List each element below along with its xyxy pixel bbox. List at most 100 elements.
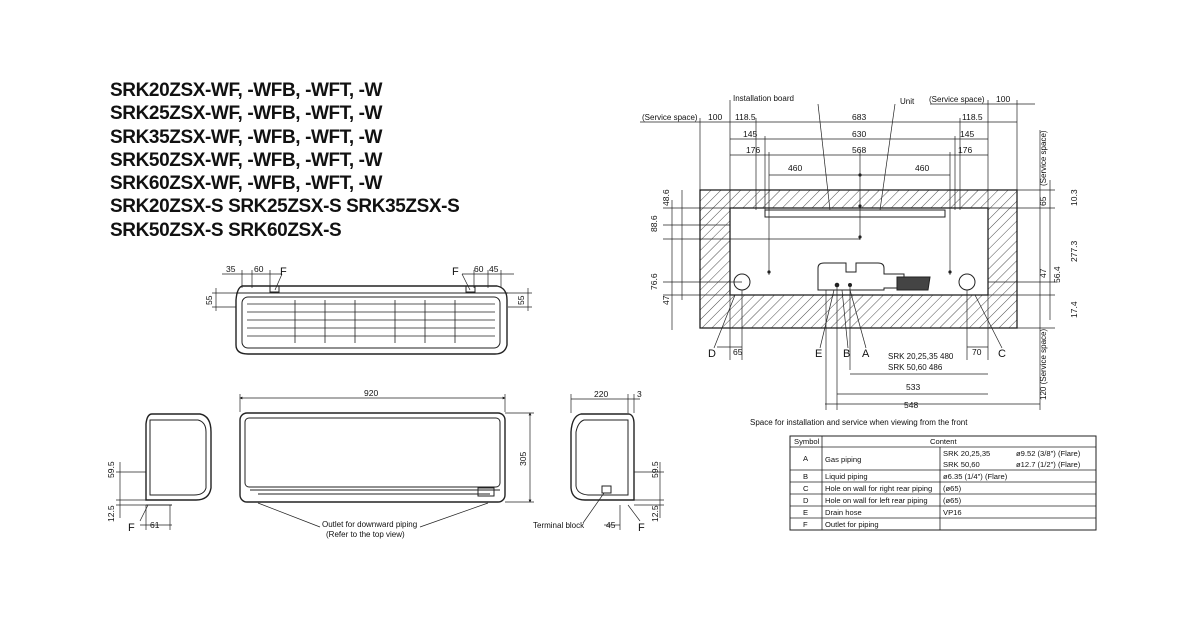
dim-88-6: 88.6 xyxy=(649,215,659,232)
model-line: SRK50ZSX-S SRK60ZSX-S xyxy=(110,219,342,241)
front-view xyxy=(239,394,534,528)
dim-76-6: 76.6 xyxy=(649,273,659,290)
dim-12-5-right: 12.5 xyxy=(650,505,660,522)
left-side-view xyxy=(116,413,212,530)
dim-220: 220 xyxy=(594,389,608,399)
dim-48-6: 48.6 xyxy=(661,189,671,206)
right-side-view xyxy=(570,394,664,530)
dim-10-3: 10.3 xyxy=(1069,189,1079,206)
dim-65-left: 65 xyxy=(733,347,743,357)
table-row: C Hole on wall for right rear piping (ø6… xyxy=(803,484,962,493)
dim-118-5-left: 118.5 xyxy=(735,112,756,122)
dim-17-4: 17.4 xyxy=(1069,301,1079,318)
model-list: SRK20ZSX-WF, -WFB, -WFT, -W SRK25ZSX-WF,… xyxy=(110,79,460,242)
service-space-bottom: 120 (Service space) xyxy=(1039,329,1048,400)
table-cell-detail: SRK 50,60 xyxy=(943,460,980,469)
unit-label: Unit xyxy=(900,97,915,106)
dim-145-right: 145 xyxy=(960,129,974,139)
srk-row-2: SRK 50,60 486 xyxy=(888,363,943,372)
table-cell-name: Drain hose xyxy=(825,508,862,517)
service-space-left: (Service space) xyxy=(642,113,698,122)
dim-70: 70 xyxy=(972,347,982,357)
service-space-top: (Service space) xyxy=(929,95,985,104)
dim-59-5-right: 59.5 xyxy=(650,461,660,478)
model-line: SRK20ZSX-WF, -WFB, -WFT, -W xyxy=(110,80,383,101)
dim-176-left: 176 xyxy=(746,145,760,155)
dim-35: 35 xyxy=(226,264,236,274)
label-c: C xyxy=(998,348,1006,360)
dim-100-top: 100 xyxy=(996,94,1010,104)
table-cell-name: Hole on wall for left rear piping xyxy=(825,496,928,505)
top-view-grille xyxy=(247,300,495,343)
table-cell-symbol: F xyxy=(803,520,808,529)
top-view xyxy=(212,270,532,355)
installation-caption: Space for installation and service when … xyxy=(750,418,968,427)
symbol-table xyxy=(789,435,1097,531)
table-cell-detail: (ø65) xyxy=(943,496,962,505)
table-cell-detail: VP16 xyxy=(943,508,962,517)
model-line: SRK35ZSX-WF, -WFB, -WFT, -W xyxy=(110,126,383,148)
installation-view xyxy=(640,100,1055,410)
dim-305: 305 xyxy=(518,452,528,466)
dim-548: 548 xyxy=(904,400,918,410)
dim-683: 683 xyxy=(852,112,866,122)
installation-board-label: Installation board xyxy=(733,94,794,103)
table-cell-name: Outlet for piping xyxy=(825,520,879,529)
table-cell-symbol: A xyxy=(803,454,809,463)
label-d: D xyxy=(708,348,716,360)
outlet-label-1: Outlet for downward piping xyxy=(322,520,417,529)
label-b: B xyxy=(843,348,850,360)
dim-45-side: 45 xyxy=(606,520,616,530)
dim-3: 3 xyxy=(637,389,642,399)
outlet-label-2: (Refer to the top view) xyxy=(326,530,405,539)
table-row: B Liquid piping ø6.35 (1/4") (Flare) xyxy=(803,472,1008,481)
dim-60-right: 60 xyxy=(474,264,484,274)
dim-630: 630 xyxy=(852,129,866,139)
table-row: F Outlet for piping xyxy=(803,520,879,529)
srk-row-1: SRK 20,25,35 480 xyxy=(888,352,954,361)
dim-59-5-left: 59.5 xyxy=(106,461,116,478)
label-f-side-left: F xyxy=(128,522,135,534)
dim-45: 45 xyxy=(489,264,499,274)
table-cell-detail: (ø65) xyxy=(943,484,962,493)
table-cell-name: Liquid piping xyxy=(825,472,868,481)
dim-47-right: 47 xyxy=(1038,268,1048,278)
label-f-top-right: F xyxy=(452,266,459,278)
dim-56-4: 56.4 xyxy=(1052,266,1062,283)
dim-277-3: 277.3 xyxy=(1069,240,1079,262)
dim-118-5-right: 118.5 xyxy=(962,112,983,122)
table-cell-symbol: B xyxy=(803,472,808,481)
dim-145-left: 145 xyxy=(743,129,757,139)
dim-65-right: 65 xyxy=(1038,196,1048,206)
label-e: E xyxy=(815,348,822,360)
table-row: D Hole on wall for left rear piping (ø65… xyxy=(803,496,962,505)
dim-55-right: 55 xyxy=(516,295,526,305)
model-line: SRK25ZSX-WF, -WFB, -WFT, -W xyxy=(110,103,383,125)
dim-12-5-left: 12.5 xyxy=(106,505,116,522)
table-cell-spec: ø9.52 (3/8") (Flare) xyxy=(1016,449,1081,458)
table-cell-spec: ø12.7 (1/2") (Flare) xyxy=(1016,460,1081,469)
table-header-symbol: Symbol xyxy=(794,437,820,446)
dim-47-left: 47 xyxy=(661,295,671,305)
dim-60-left: 60 xyxy=(254,264,264,274)
model-line: SRK20ZSX-S SRK25ZSX-S SRK35ZSX-S xyxy=(110,196,460,218)
table-cell-detail: ø6.35 (1/4") (Flare) xyxy=(943,472,1008,481)
dim-533: 533 xyxy=(906,382,920,392)
table-cell-detail: SRK 20,25,35 xyxy=(943,449,990,458)
dim-100-left: 100 xyxy=(708,112,722,122)
table-cell-symbol: C xyxy=(803,484,809,493)
terminal-block-label: Terminal block xyxy=(533,521,585,530)
table-row: A Gas piping SRK 20,25,35 ø9.52 (3/8") (… xyxy=(803,449,1081,469)
dim-55-left: 55 xyxy=(204,295,214,305)
dim-460-left: 460 xyxy=(788,163,802,173)
label-f-side-right: F xyxy=(638,522,645,534)
dim-61: 61 xyxy=(150,520,160,530)
model-line: SRK60ZSX-WF, -WFB, -WFT, -W xyxy=(110,173,383,195)
label-f-top-left: F xyxy=(280,266,287,278)
table-cell-symbol: D xyxy=(803,496,809,505)
table-header-content: Content xyxy=(930,437,957,446)
dim-460-right: 460 xyxy=(915,163,929,173)
table-cell-name: Gas piping xyxy=(825,455,861,464)
